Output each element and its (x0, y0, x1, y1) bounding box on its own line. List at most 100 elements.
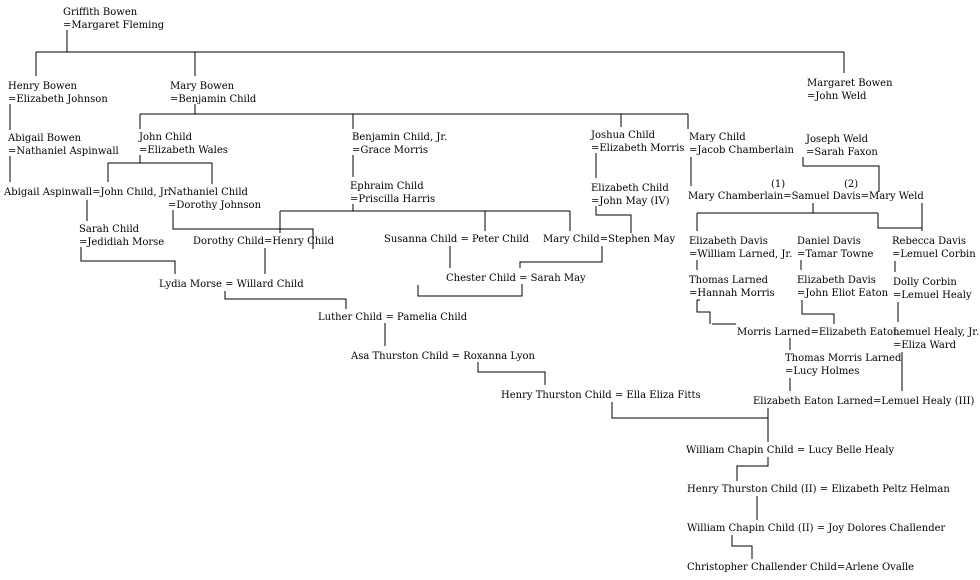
marriage-marker-1: (1) (771, 179, 786, 190)
node-line: Henry Thurston Child (II) = Elizabeth Pe… (687, 484, 950, 495)
node-line: Margaret Bowen (807, 78, 893, 89)
node-line: Thomas Morris Larned (785, 353, 902, 364)
node-line: Daniel Davis (797, 236, 861, 247)
node-susanna-child: Susanna Child = Peter Child (384, 233, 529, 246)
marriage-marker-2: (2) (844, 179, 859, 190)
connector-line (802, 157, 880, 192)
node-mary-bowen: Mary Bowen=Benjamin Child (170, 80, 256, 106)
node-line: Griffith Bowen (63, 7, 138, 18)
node-elizabeth-child: Elizabeth Child =John May (IV) (591, 182, 669, 208)
node-line: Thomas Larned (689, 275, 769, 286)
node-line: Abigail Bowen (8, 133, 82, 144)
node-line: Abigail Aspinwall=John Child, Jr. (4, 187, 171, 198)
node-abigail-bowen: Abigail Bowen =Nathaniel Aspinwall (8, 132, 119, 158)
node-line: =William Larned, Jr. (689, 249, 793, 260)
node-line: =Elizabeth Wales (139, 145, 228, 156)
node-morris-larned: Morris Larned=Elizabeth Eaton (737, 326, 899, 339)
node-line: Benjamin Child, Jr. (352, 132, 448, 143)
node-line: =Nathaniel Aspinwall (8, 146, 119, 157)
node-luther-child: Luther Child = Pamelia Child (318, 311, 467, 324)
node-line: William Chapin Child = Lucy Belle Healy (686, 445, 895, 456)
connector-line (519, 246, 603, 268)
node-william-chapin-child: William Chapin Child = Lucy Belle Healy (686, 444, 894, 457)
node-ephraim-child: Ephraim Child =Priscilla Harris (350, 180, 435, 206)
node-rebecca-davis: Rebecca Davis =Lemuel Corbin (892, 235, 976, 261)
node-line: =Sarah Faxon (806, 147, 878, 158)
connector-line (417, 284, 523, 297)
node-line: =John Eliot Eaton (797, 288, 889, 299)
node-line: Chester Child = Sarah May (446, 273, 586, 284)
node-line: Joshua Child (591, 130, 656, 141)
node-line: Sarah Child (79, 224, 140, 235)
node-joshua-child: Joshua Child =Elizabeth Morris (591, 129, 684, 155)
node-line: =Hannah Morris (689, 288, 775, 299)
node-line: Christopher Challender Child=Arlene Oval… (687, 562, 915, 573)
node-line: Rebecca Davis (892, 236, 967, 247)
node-line: Henry Bowen (8, 81, 77, 92)
node-line: Morris Larned=Elizabeth Eaton (737, 327, 900, 338)
connector-line (736, 457, 769, 481)
node-line: Ephraim Child (350, 181, 424, 192)
node-mary-child-may: Mary Child=Stephen May (543, 233, 675, 246)
connector-line (172, 210, 314, 249)
node-line: =Dorothy Johnson (168, 200, 262, 211)
node-line: Lydia Morse = Willard Child (159, 279, 304, 290)
connector-line (224, 291, 347, 309)
connector-line (611, 402, 769, 442)
node-line: =Elizabeth Johnson (8, 94, 108, 105)
node-line: =John Weld (807, 91, 867, 102)
node-thomas-larned: Thomas Larned =Hannah Morris (689, 274, 775, 300)
connector-line (877, 213, 923, 231)
node-line: Dorothy Child=Henry Child (193, 236, 334, 247)
node-line: Mary Child (689, 132, 746, 143)
node-elizabeth-eaton-larned: Elizabeth Eaton Larned=Lemuel Healy (III… (753, 395, 974, 408)
node-line: Mary Chamberlain=Samuel Davis=Mary Weld (688, 191, 924, 202)
node-line: =Margaret Fleming (63, 20, 165, 31)
node-benjamin-child-jr: Benjamin Child, Jr.=Grace Morris (352, 131, 447, 157)
node-line: Susanna Child = Peter Child (384, 234, 530, 245)
node-mary-child-chamberlain: Mary Child =Jacob Chamberlain (689, 131, 794, 157)
node-henry-thurston-child-ii: Henry Thurston Child (II) = Elizabeth Pe… (687, 483, 950, 496)
connector-line (595, 206, 632, 233)
node-line: Dolly Corbin (893, 277, 957, 288)
node-line: =Eliza Ward (893, 340, 957, 351)
node-henry-bowen: Henry Bowen =Elizabeth Johnson (8, 80, 108, 106)
node-line: Luther Child = Pamelia Child (318, 312, 468, 323)
node-line: =Tamar Towne (797, 249, 874, 260)
node-line: Elizabeth Child (591, 183, 669, 194)
connector-line (731, 535, 753, 559)
node-henry-thurston-child: Henry Thurston Child = Ella Eliza Fitts (501, 389, 701, 402)
node-line: Mary Bowen (170, 81, 235, 92)
node-line: =Lemuel Corbin (892, 249, 976, 260)
node-sarah-child: Sarah Child=Jedidiah Morse (79, 223, 164, 249)
node-line: Mary Child=Stephen May (543, 234, 676, 245)
connector-line (696, 300, 711, 324)
node-line: John Child (139, 132, 192, 143)
node-chester-child: Chester Child = Sarah May (446, 272, 586, 285)
connector-line (80, 247, 176, 274)
node-line: William Chapin Child (II) = Joy Dolores … (687, 523, 946, 534)
node-dolly-corbin: Dolly Corbin =Lemuel Healy (893, 276, 972, 302)
node-line: =Elizabeth Morris (591, 143, 685, 154)
node-line: =Lemuel Healy (893, 290, 972, 301)
node-line: Asa Thurston Child = Roxanna Lyon (351, 351, 535, 362)
node-line: =Jacob Chamberlain (689, 145, 794, 156)
node-line: Elizabeth Eaton Larned=Lemuel Healy (III… (753, 396, 975, 407)
node-line: =Lucy Holmes (785, 366, 860, 377)
node-line: =John May (IV) (591, 196, 670, 207)
node-thomas-morris-larned: Thomas Morris Larned =Lucy Holmes (785, 352, 901, 378)
node-line: Joseph Weld (806, 134, 869, 145)
node-joseph-weld: Joseph Weld =Sarah Faxon (806, 133, 878, 159)
node-john-child: John Child =Elizabeth Wales (139, 131, 228, 157)
node-lemuel-healy-jr: Lemuel Healy, Jr.=Eliza Ward (893, 326, 979, 352)
node-griffith-bowen: Griffith Bowen =Margaret Fleming (63, 6, 164, 32)
node-line: Nathaniel Child (168, 187, 248, 198)
node-elizabeth-davis-eaton: Elizabeth Davis=John Eliot Eaton (797, 274, 888, 300)
connector-line (801, 300, 835, 324)
connector-line (477, 362, 546, 385)
node-line: =Priscilla Harris (350, 194, 436, 205)
node-nathaniel-child: Nathaniel Child =Dorothy Johnson (168, 186, 261, 212)
node-william-chapin-child-ii: William Chapin Child (II) = Joy Dolores … (687, 522, 945, 535)
node-asa-thurston-child: Asa Thurston Child = Roxanna Lyon (351, 350, 535, 363)
